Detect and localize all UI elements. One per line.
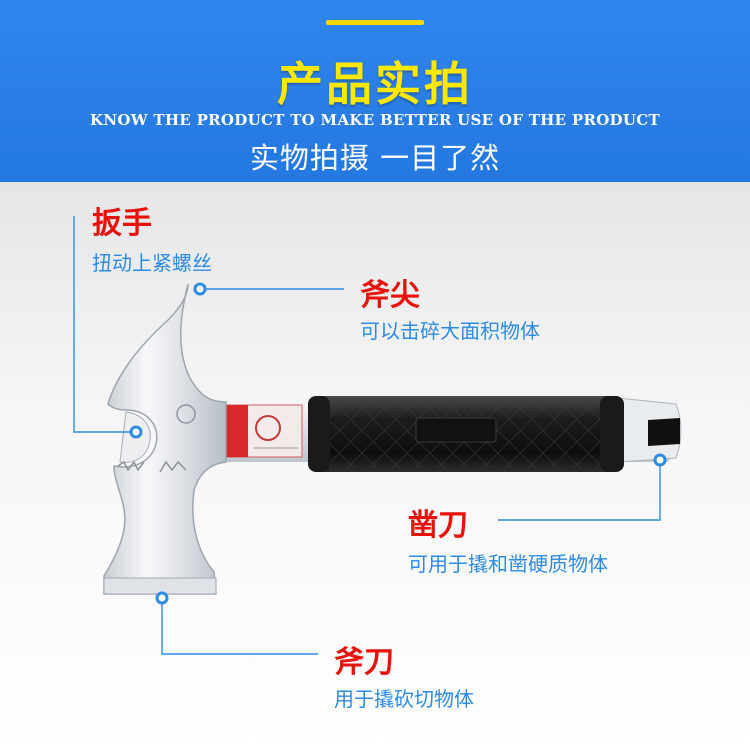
callout-line-wrench (73, 216, 136, 433)
callout-markers (129, 282, 667, 605)
callout-title-chisel: 凿刀 (408, 508, 468, 543)
header-banner: 产品实拍 KNOW THE PRODUCT TO MAKE BETTER USE… (0, 0, 750, 182)
marker-chisel (653, 453, 667, 467)
marker-axe-tip (193, 282, 207, 296)
callout-line-chisel (498, 460, 661, 521)
banner-tagline: 实物拍摄 一目了然 (249, 141, 501, 175)
marker-wrench (129, 425, 143, 439)
axe-head (103, 283, 227, 595)
callout-line-axe-blade (161, 598, 318, 655)
product-label-sticker (225, 404, 303, 458)
callout-desc-axe-blade: 用于撬砍切物体 (334, 687, 474, 711)
callout-title-axe-tip: 斧尖 (360, 278, 420, 313)
callout-desc-wrench: 扭动上紧螺丝 (92, 251, 212, 275)
rubber-grip-handle (308, 396, 624, 472)
banner-title: 产品实拍 (277, 57, 473, 111)
banner-decoration-bar (326, 20, 424, 25)
callout-title-wrench: 扳手 (92, 206, 152, 241)
marker-axe-blade (155, 591, 169, 605)
callout-title-axe-blade: 斧刀 (334, 645, 394, 680)
callout-desc-chisel: 可用于撬和凿硬质物体 (408, 552, 608, 576)
callout-desc-axe-tip: 可以击碎大面积物体 (360, 319, 540, 343)
callout-lines (73, 216, 661, 655)
banner-subtitle: KNOW THE PRODUCT TO MAKE BETTER USE OF T… (90, 111, 660, 129)
